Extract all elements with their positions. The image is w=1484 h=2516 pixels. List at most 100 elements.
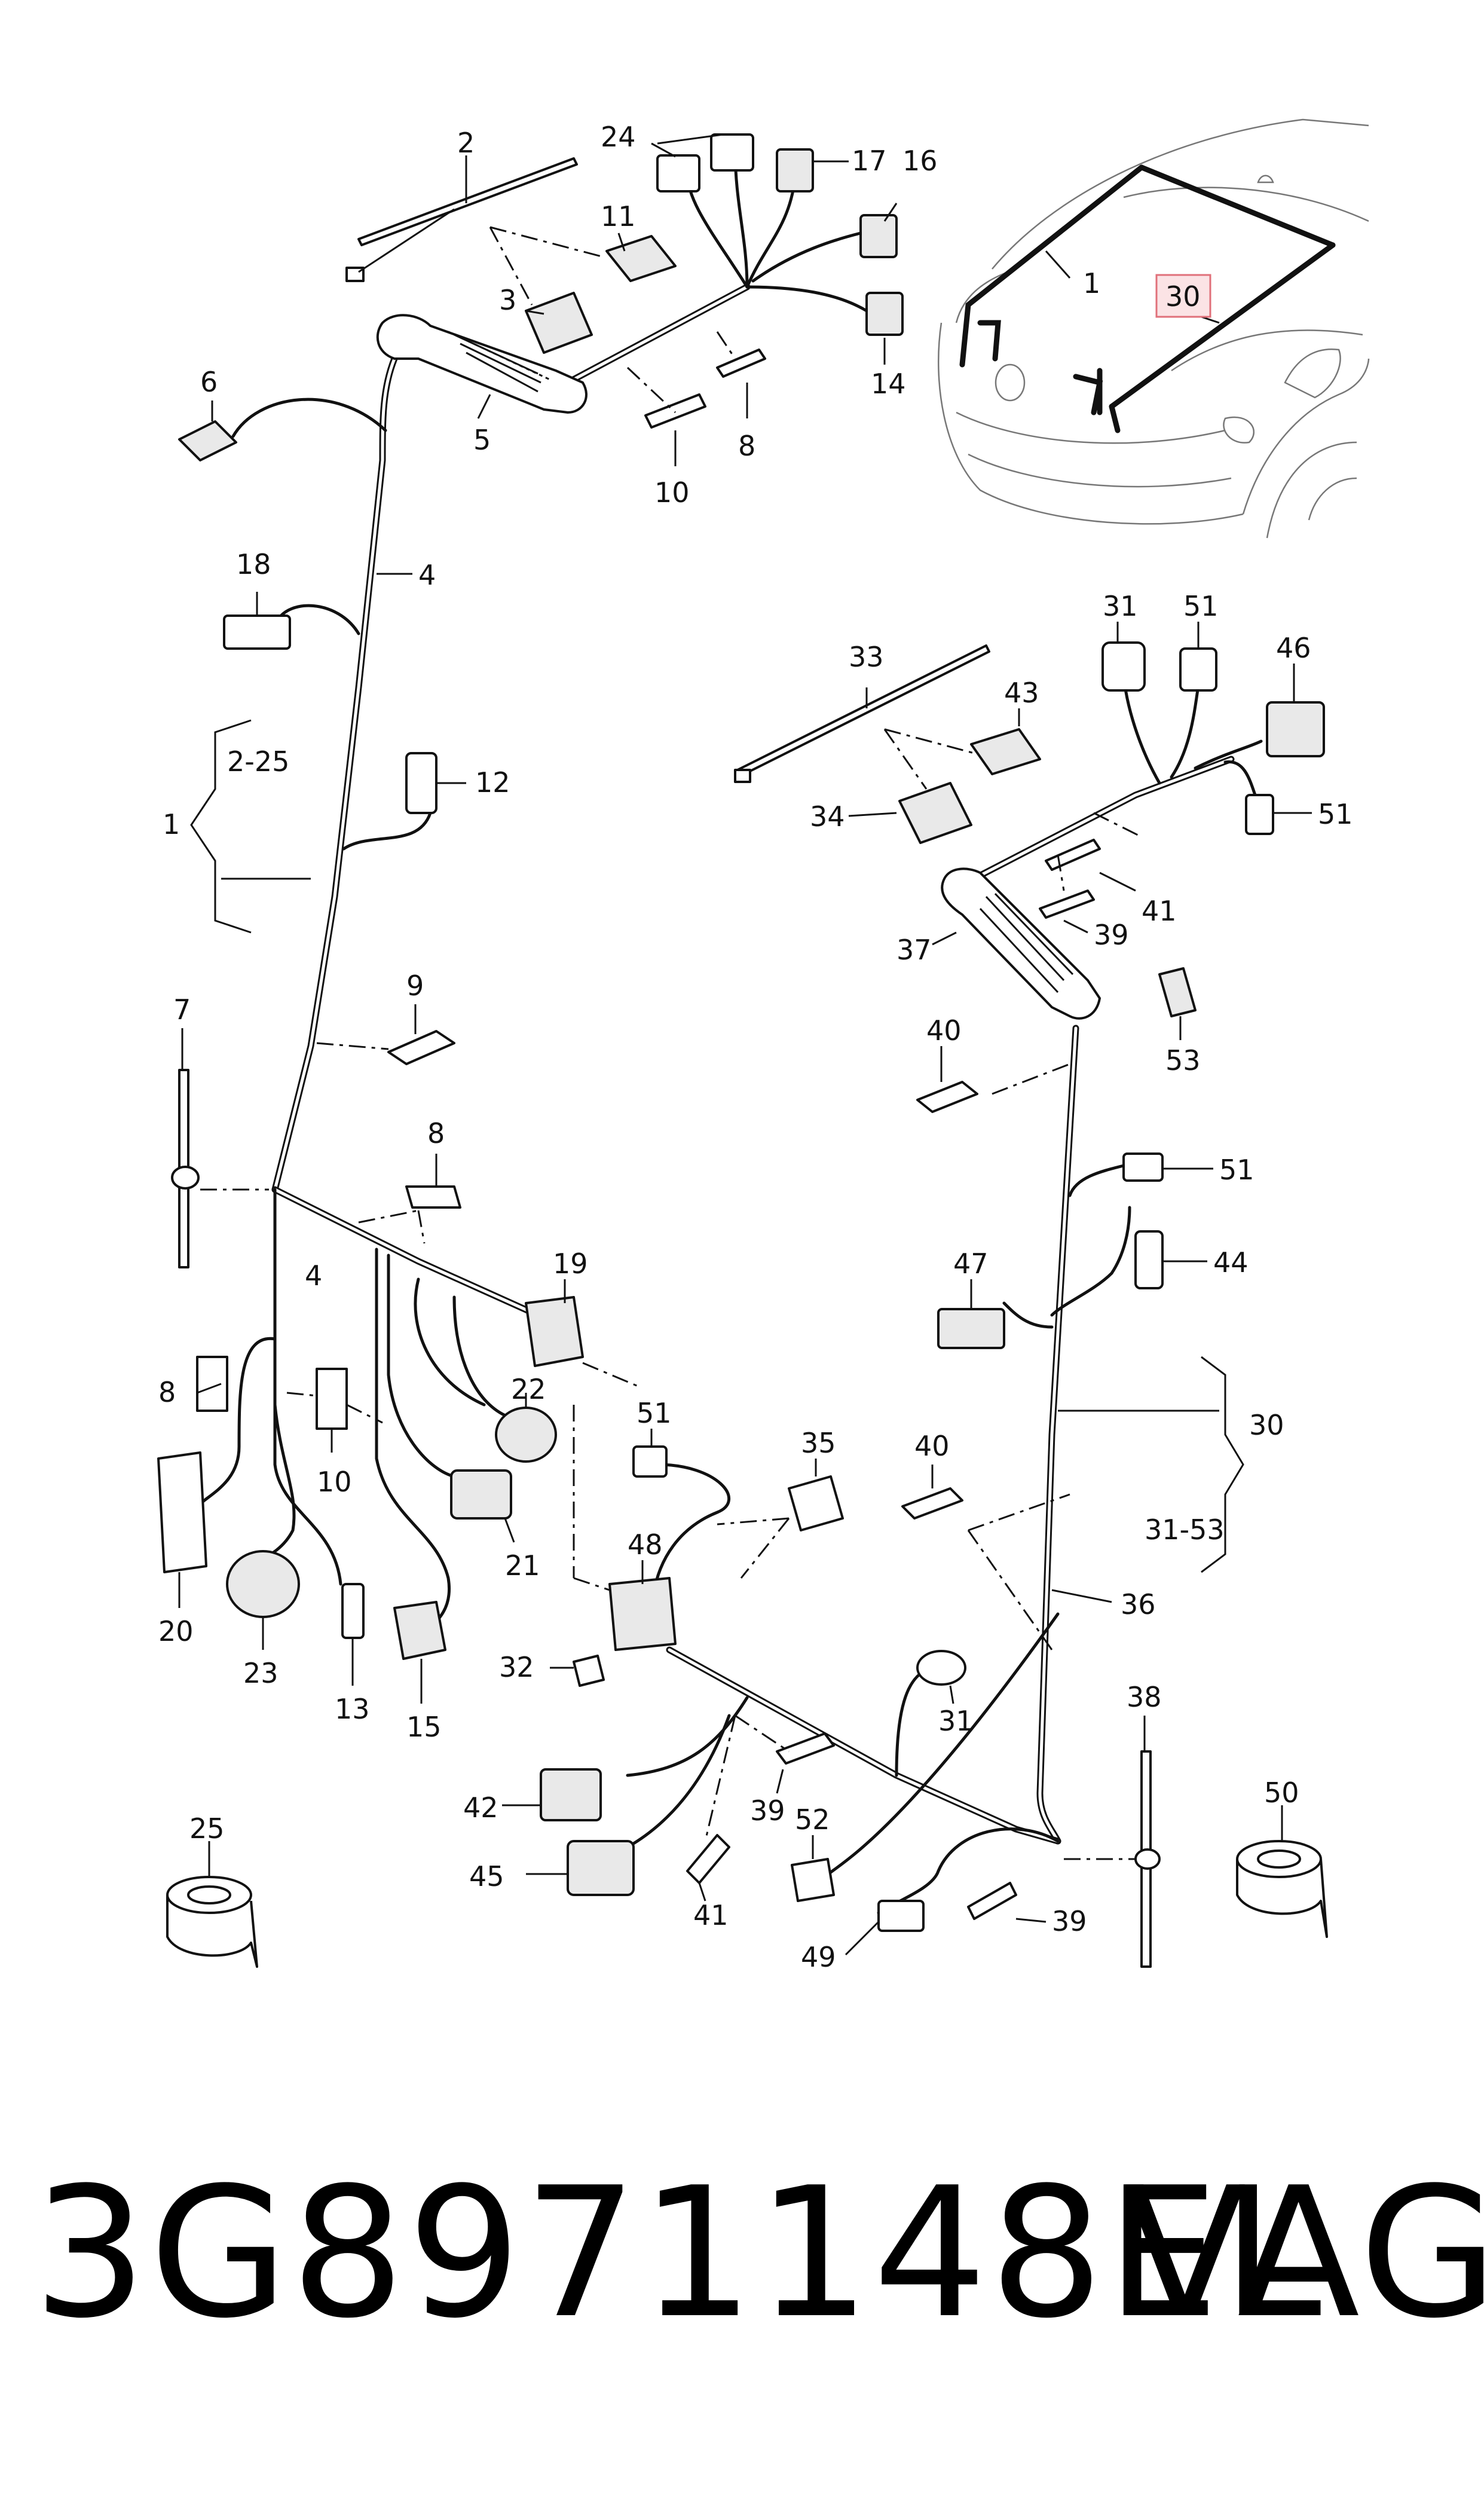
connector-31-top: [1101, 641, 1146, 692]
connector-22: [495, 1407, 557, 1463]
callout-19: 19: [553, 1248, 588, 1280]
callout-10-low: 10: [317, 1466, 352, 1498]
callout-4-top: 4: [418, 559, 436, 591]
callout-33: 33: [849, 641, 884, 673]
callout-43: 43: [1004, 677, 1039, 709]
callout-42: 42: [463, 1792, 498, 1824]
clip-10-top: [644, 393, 706, 429]
clip-34: [898, 782, 972, 844]
callout-37: 37: [896, 934, 932, 966]
callout-8-mid: 8: [427, 1117, 445, 1150]
callout-44: 44: [1213, 1246, 1249, 1279]
clip-3: [525, 292, 593, 354]
callout-32: 32: [499, 1651, 534, 1683]
connector-24-a: [656, 154, 700, 192]
footer: 3G8971148EL VAG: [0, 2128, 1484, 2379]
clip-9: [387, 1030, 455, 1065]
connector-48: [608, 1577, 677, 1651]
callout-40-a: 40: [926, 1014, 962, 1047]
tape-roll-25: [166, 1876, 258, 1968]
callout-9: 9: [406, 970, 424, 1002]
group-range-31-53: 31-53: [1145, 1514, 1225, 1546]
connector-16: [859, 214, 898, 258]
callout-35: 35: [801, 1427, 836, 1459]
connector-21: [450, 1469, 512, 1520]
callout-48: 48: [628, 1528, 663, 1561]
callout-39-b: 39: [750, 1794, 785, 1827]
callout-52: 52: [795, 1803, 830, 1836]
connector-14: [865, 292, 904, 336]
callout-51-c: 51: [1219, 1154, 1254, 1186]
callout-24: 24: [601, 121, 636, 153]
callout-51-d: 51: [637, 1397, 672, 1429]
corrugated-sleeve-5: [376, 314, 588, 414]
clip-39-low: [967, 1882, 1017, 1920]
callout-41-b: 41: [693, 1899, 729, 1931]
callout-13: 13: [335, 1693, 370, 1725]
callout-25: 25: [189, 1812, 225, 1845]
connector-45: [567, 1840, 635, 1896]
connector-20: [157, 1451, 207, 1573]
connector-6: [178, 420, 237, 461]
callout-12: 12: [475, 766, 510, 799]
callout-21: 21: [505, 1549, 540, 1582]
callout-8-left: 8: [158, 1376, 176, 1408]
callout-31-top: 31: [1103, 590, 1138, 622]
clip-39-top: [1039, 889, 1095, 919]
callout-8-top: 8: [738, 430, 755, 462]
callout-50: 50: [1264, 1777, 1299, 1809]
clip-10-low: [316, 1368, 348, 1430]
highlight-box-30: [1155, 274, 1211, 318]
clip-53: [1158, 967, 1197, 1017]
clip-39-mid: [776, 1732, 835, 1765]
callout-23: 23: [243, 1657, 279, 1689]
callout-53: 53: [1165, 1044, 1201, 1077]
callout-39-c: 39: [1052, 1905, 1087, 1937]
part-number: 3G8971148EL: [33, 2149, 1324, 2358]
callout-3: 3: [499, 284, 516, 316]
connector-52: [791, 1858, 835, 1902]
clip-40-upper: [916, 1081, 978, 1113]
callout-20: 20: [158, 1615, 194, 1647]
connector-17: [776, 148, 814, 192]
callout-40-b: 40: [914, 1430, 950, 1462]
connector-23: [226, 1550, 300, 1618]
connector-51-mid: [1122, 1152, 1164, 1182]
connector-51-low: [632, 1445, 668, 1478]
callout-47: 47: [953, 1248, 989, 1280]
callout-1-car: 1: [1083, 267, 1100, 299]
group-label-1: 1: [163, 808, 180, 840]
connector-42: [540, 1768, 602, 1821]
cable-tie-7-head: [171, 1166, 200, 1190]
callout-11: 11: [601, 200, 636, 233]
callout-17: 17: [852, 145, 887, 177]
connector-13: [341, 1583, 365, 1639]
connector-19: [525, 1296, 584, 1367]
brand-name: VAG: [1124, 2149, 1484, 2358]
callout-30-car: 30: [1165, 280, 1201, 313]
leader-lines: [178, 133, 1312, 1956]
callout-7: 7: [173, 993, 191, 1026]
callout-38: 38: [1127, 1681, 1162, 1713]
corrugated-sleeve-37: [941, 867, 1101, 1020]
callout-39-a: 39: [1094, 919, 1129, 951]
callout-49: 49: [801, 1941, 836, 1973]
clip-8-left: [196, 1356, 228, 1412]
car-rear-illustration: [937, 118, 1370, 539]
connector-51-right: [1245, 794, 1274, 835]
clip-43: [970, 728, 1041, 775]
connector-47: [937, 1308, 1005, 1349]
connector-49: [877, 1900, 925, 1932]
cable-tie-33-head: [734, 769, 751, 783]
connector-44: [1134, 1230, 1164, 1289]
connector-31-low: [916, 1650, 966, 1686]
callout-30-group: 30: [1249, 1409, 1284, 1441]
connector-12: [405, 752, 437, 814]
callout-34: 34: [810, 800, 845, 833]
connector-15: [393, 1601, 446, 1660]
callout-14: 14: [871, 368, 906, 400]
connector-18: [223, 615, 291, 650]
callout-31-low: 31: [938, 1705, 974, 1737]
cable-tie-2: [345, 157, 578, 282]
